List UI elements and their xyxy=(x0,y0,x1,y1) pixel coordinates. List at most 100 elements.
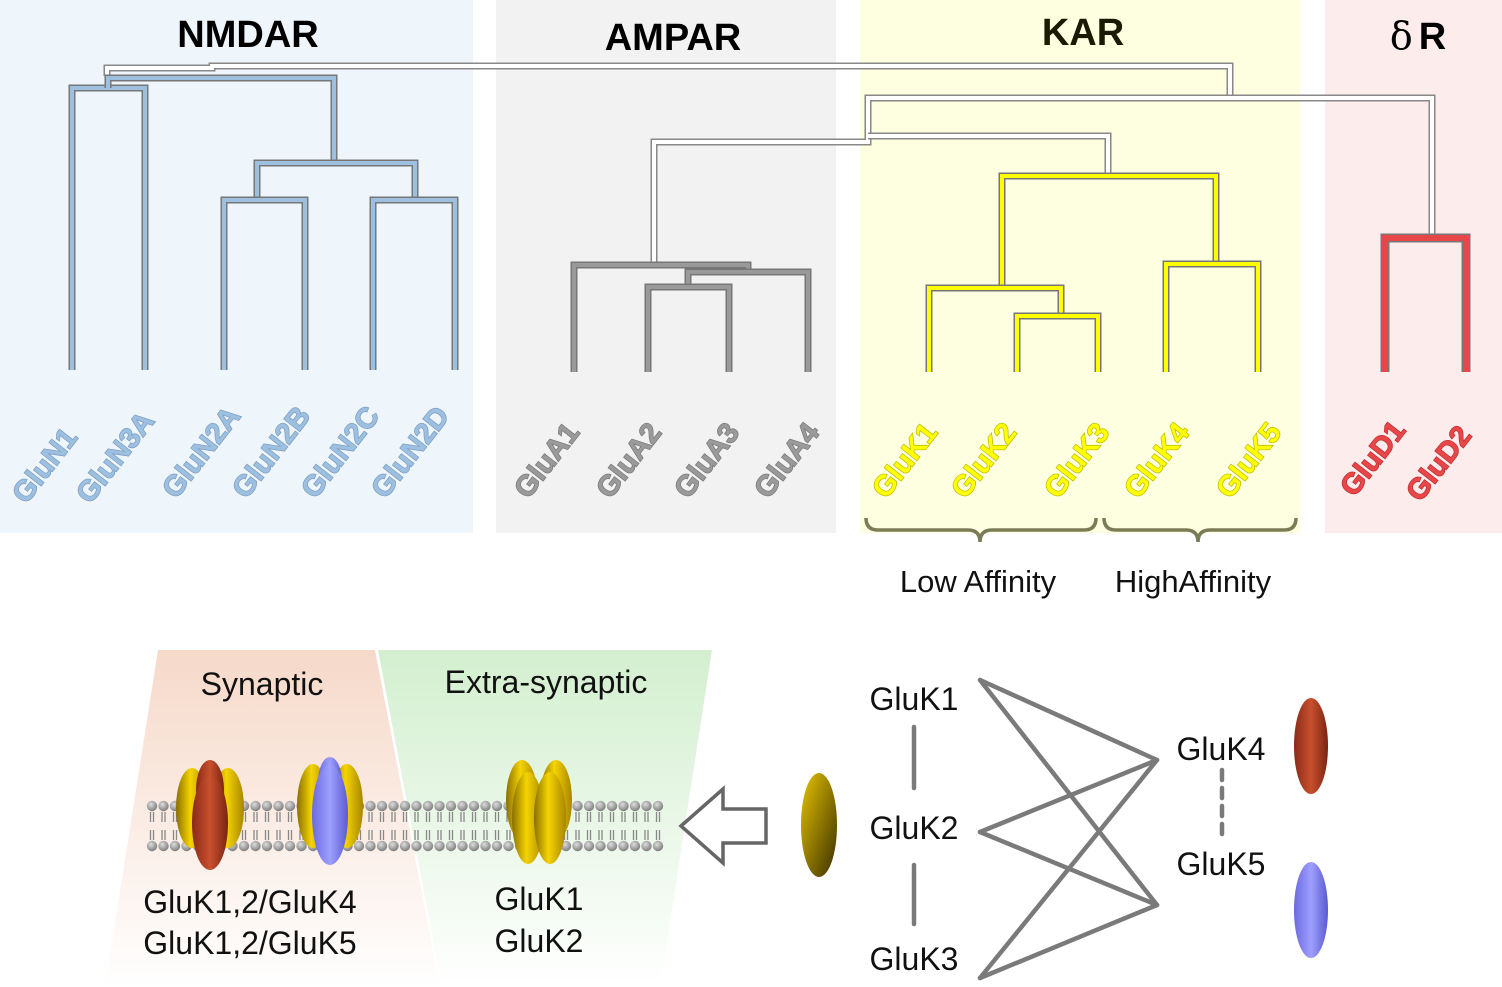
lipid-tail xyxy=(621,830,626,840)
lipid-head xyxy=(273,840,284,852)
synaptic-combo-2: GluK1,2/GluK5 xyxy=(143,925,356,961)
lipid-head xyxy=(158,800,169,812)
lipid-head xyxy=(606,800,618,812)
assembly-links xyxy=(911,677,1225,981)
lipid-tail xyxy=(575,830,580,840)
ampar-branch-a4 xyxy=(686,270,810,372)
lipid-head xyxy=(572,800,583,812)
lipid-tail xyxy=(425,812,431,822)
lipid-head xyxy=(468,800,480,812)
lipid-head xyxy=(376,800,388,812)
lipid-tail xyxy=(253,812,258,822)
lipid-head xyxy=(434,800,445,812)
yellow-subunit-front-right xyxy=(534,772,566,864)
extra-synaptic-title: Extra-synaptic xyxy=(445,664,648,700)
lipid-tail xyxy=(644,830,649,840)
lipid-tail xyxy=(575,812,580,822)
gluK4-red-subunit xyxy=(1294,698,1328,794)
synaptic-panel xyxy=(105,650,440,987)
insertion-arrow xyxy=(678,785,768,867)
lipid-head xyxy=(468,840,480,852)
nmdar-dendrogram xyxy=(68,74,459,370)
root-connector-kar xyxy=(868,134,1110,178)
lipid-tail xyxy=(276,812,281,822)
lipid-head xyxy=(365,800,376,812)
lipid-tail xyxy=(586,812,592,822)
link-gluK3-gluK4 xyxy=(977,757,1160,981)
lipid-head xyxy=(411,840,422,852)
lipid-head xyxy=(480,840,491,852)
lipid-head xyxy=(595,800,606,812)
lipid-tail xyxy=(287,830,293,840)
lipid-tail xyxy=(368,830,373,840)
lipid-head xyxy=(399,840,411,852)
kar-branch-low xyxy=(927,286,1063,372)
lipid-tail xyxy=(644,812,649,822)
lipid-head xyxy=(491,800,503,812)
lipid-tail xyxy=(506,830,511,840)
delta-panel xyxy=(1325,0,1502,533)
kar-dendrogram xyxy=(925,172,1262,372)
extra-synaptic-combo-1: GluK1 xyxy=(495,881,584,917)
delta-dendrogram xyxy=(1380,233,1471,372)
delta-branch xyxy=(1382,235,1469,372)
lipid-tail xyxy=(621,812,626,822)
lipid-tail xyxy=(437,830,442,840)
free-yellow-subunit xyxy=(801,773,837,877)
root-connector-top xyxy=(105,64,1232,96)
ampar-branch-a2-a3 xyxy=(646,285,731,372)
assembly-left-gluK1: GluK1 xyxy=(870,681,959,717)
lipid-tail xyxy=(379,812,385,822)
lipid-head xyxy=(641,840,652,852)
lipid-head xyxy=(399,800,411,812)
lipid-head xyxy=(572,840,583,852)
lipid-tail xyxy=(655,812,661,822)
lipid-tail xyxy=(264,812,270,822)
lipid-tail xyxy=(460,812,465,822)
nmdar-title: NMDAR xyxy=(177,14,318,56)
lipid-head xyxy=(353,840,365,852)
lipid-head xyxy=(629,800,641,812)
lipid-head xyxy=(365,840,376,852)
lipid-head xyxy=(457,800,468,812)
lipid-tail xyxy=(609,830,615,840)
nmdar-branch-n2c-n2d xyxy=(371,198,457,370)
assembly-right-gluK4: GluK4 xyxy=(1177,731,1266,767)
lipid-head xyxy=(618,800,629,812)
lipid-tail xyxy=(425,830,431,840)
lipid-tail xyxy=(264,830,270,840)
lipid-head xyxy=(480,800,491,812)
yellow-subunit-front-left xyxy=(512,772,544,864)
ampar-dendrogram xyxy=(570,261,812,372)
lipid-tail xyxy=(368,812,373,822)
lipid-head xyxy=(583,800,595,812)
lipid-head xyxy=(146,800,158,812)
lipid-tail xyxy=(253,830,258,840)
lipid-head xyxy=(238,840,250,852)
kar-branch-k2-k3 xyxy=(1015,314,1100,372)
lipid-tail xyxy=(287,812,293,822)
lipid-head xyxy=(422,840,434,852)
lipid-head xyxy=(618,840,629,852)
lipid-head xyxy=(250,840,261,852)
kar-branch-high xyxy=(1164,262,1260,372)
lipid-tail xyxy=(414,812,419,822)
lipid-head xyxy=(411,800,422,812)
high-affinity-brace xyxy=(1102,517,1298,543)
lipid-tail xyxy=(448,830,454,840)
lipid-head xyxy=(169,840,181,852)
lipid-tail xyxy=(483,812,488,822)
root-connector-delta xyxy=(866,96,1434,240)
lipid-tail xyxy=(494,830,500,840)
lipid-head xyxy=(560,840,572,852)
lipid-tail xyxy=(402,812,408,822)
ampar-title: AMPAR xyxy=(605,17,742,59)
extra-synaptic-combo-2: GluK2 xyxy=(495,923,584,959)
lipid-head xyxy=(146,840,158,852)
lipid-head xyxy=(445,800,457,812)
lipid-head xyxy=(376,840,388,852)
link-gluK1-gluK5 xyxy=(977,677,1160,908)
lipid-tail xyxy=(241,830,247,840)
lipid-head xyxy=(606,840,618,852)
